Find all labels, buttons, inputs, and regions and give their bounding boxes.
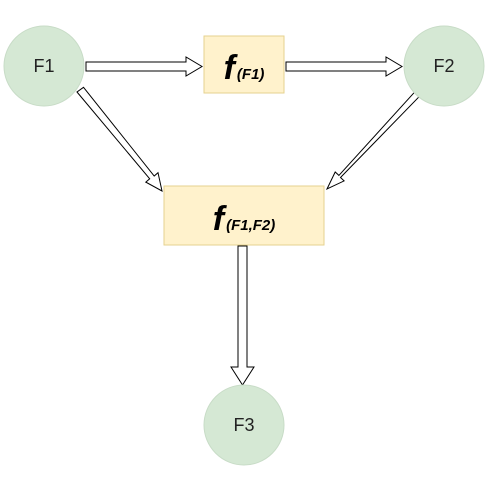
function-symbol: f	[224, 49, 239, 87]
arrow-shape	[230, 245, 255, 386]
function-box-f-f1f2: f(F1,F2)	[163, 185, 325, 246]
arrow-shape	[85, 56, 203, 77]
function-box-f-f1f2-rect	[163, 185, 325, 246]
function-args: (F1,F2)	[226, 217, 275, 234]
arrow-f-f1-to-f2	[285, 56, 403, 77]
arrow-f1-to-f-f1	[85, 56, 203, 77]
arrow-shape	[325, 87, 425, 191]
function-box-f-f1: f(F1)	[203, 35, 285, 94]
node-f3-label: F3	[233, 415, 254, 435]
node-f1-label: F1	[33, 56, 54, 76]
node-f1: F1	[3, 25, 85, 107]
node-f3-circle	[203, 384, 285, 466]
node-f2: F2	[403, 25, 485, 107]
function-box-f-f1f2-text: f(F1,F2)	[213, 200, 276, 238]
arrow-f1-to-f-f1f2	[76, 86, 163, 192]
function-box-f-f1-rect	[203, 35, 285, 94]
arrow-f2-to-f-f1f2	[325, 87, 425, 191]
node-f1-circle	[3, 25, 85, 107]
node-f3: F3	[203, 384, 285, 466]
node-f2-circle	[403, 25, 485, 107]
node-f2-label: F2	[433, 56, 454, 76]
function-symbol: f	[213, 200, 228, 238]
function-args: (F1)	[237, 66, 265, 83]
arrow-f-f1f2-to-f3	[230, 245, 255, 386]
function-box-f-f1-text: f(F1)	[224, 49, 265, 87]
arrow-shape	[76, 86, 163, 192]
arrow-shape	[285, 56, 403, 77]
